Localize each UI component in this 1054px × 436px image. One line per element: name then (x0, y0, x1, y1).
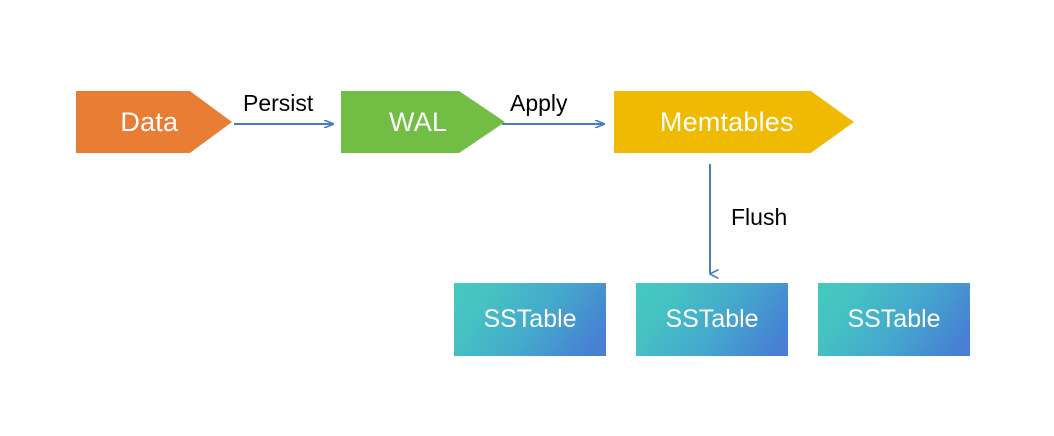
node-sstable-2[interactable]: SSTable (636, 283, 788, 356)
node-sstable-2-label: SSTable (665, 305, 759, 333)
node-data[interactable]: Data (76, 91, 232, 153)
node-memtables[interactable]: Memtables (614, 91, 854, 153)
connector-label-persist: Persist (243, 90, 314, 116)
node-wal[interactable]: WAL (341, 91, 505, 153)
node-sstable-1[interactable]: SSTable (454, 283, 606, 356)
node-memtables-label: Memtables (659, 106, 794, 137)
node-sstable-3-label: SSTable (847, 305, 941, 333)
node-sstable-1-label: SSTable (483, 305, 577, 333)
node-data-label: Data (120, 106, 179, 137)
connector-label-flush: Flush (731, 204, 788, 230)
node-sstable-3[interactable]: SSTable (818, 283, 970, 356)
node-wal-label: WAL (389, 106, 448, 137)
connector-label-apply: Apply (510, 90, 568, 116)
